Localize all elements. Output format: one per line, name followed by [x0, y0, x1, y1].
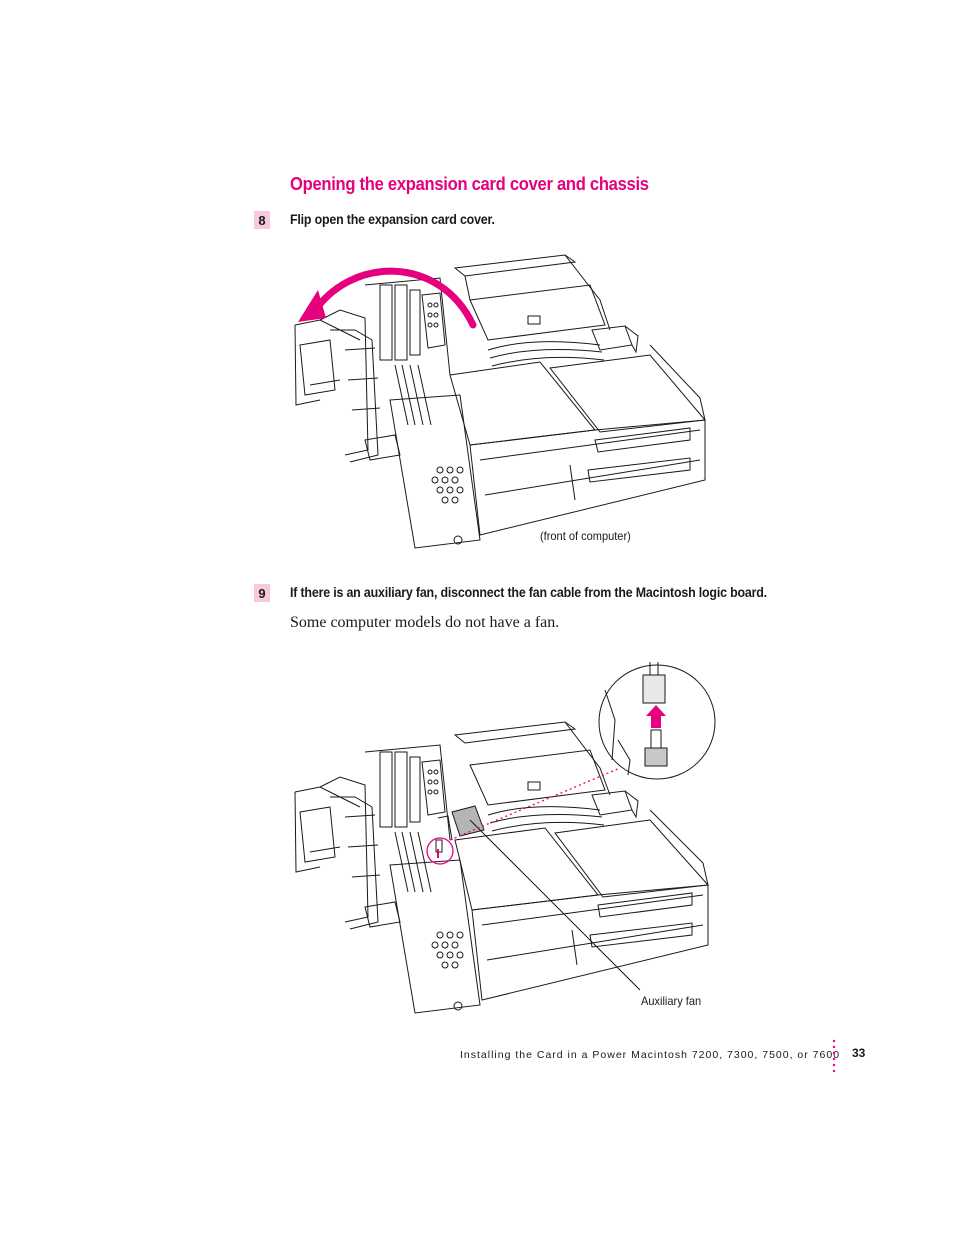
figure2-caption: Auxiliary fan	[641, 994, 702, 1008]
step-9-note: Some computer models do not have a fan.	[290, 614, 560, 631]
footer-dot-rule	[832, 1039, 836, 1073]
page-number: 33	[852, 1046, 866, 1060]
figure1-caption: (front of computer)	[540, 529, 631, 543]
section-title: Opening the expansion card cover and cha…	[290, 174, 649, 194]
footer-running-title: Installing the Card in a Power Macintosh…	[460, 1049, 841, 1061]
step-8-badge: 8	[254, 211, 270, 229]
step-9-text: If there is an auxiliary fan, disconnect…	[290, 585, 767, 600]
step-8-text: Flip open the expansion card cover.	[290, 212, 495, 227]
step-9-badge: 9	[254, 584, 270, 602]
